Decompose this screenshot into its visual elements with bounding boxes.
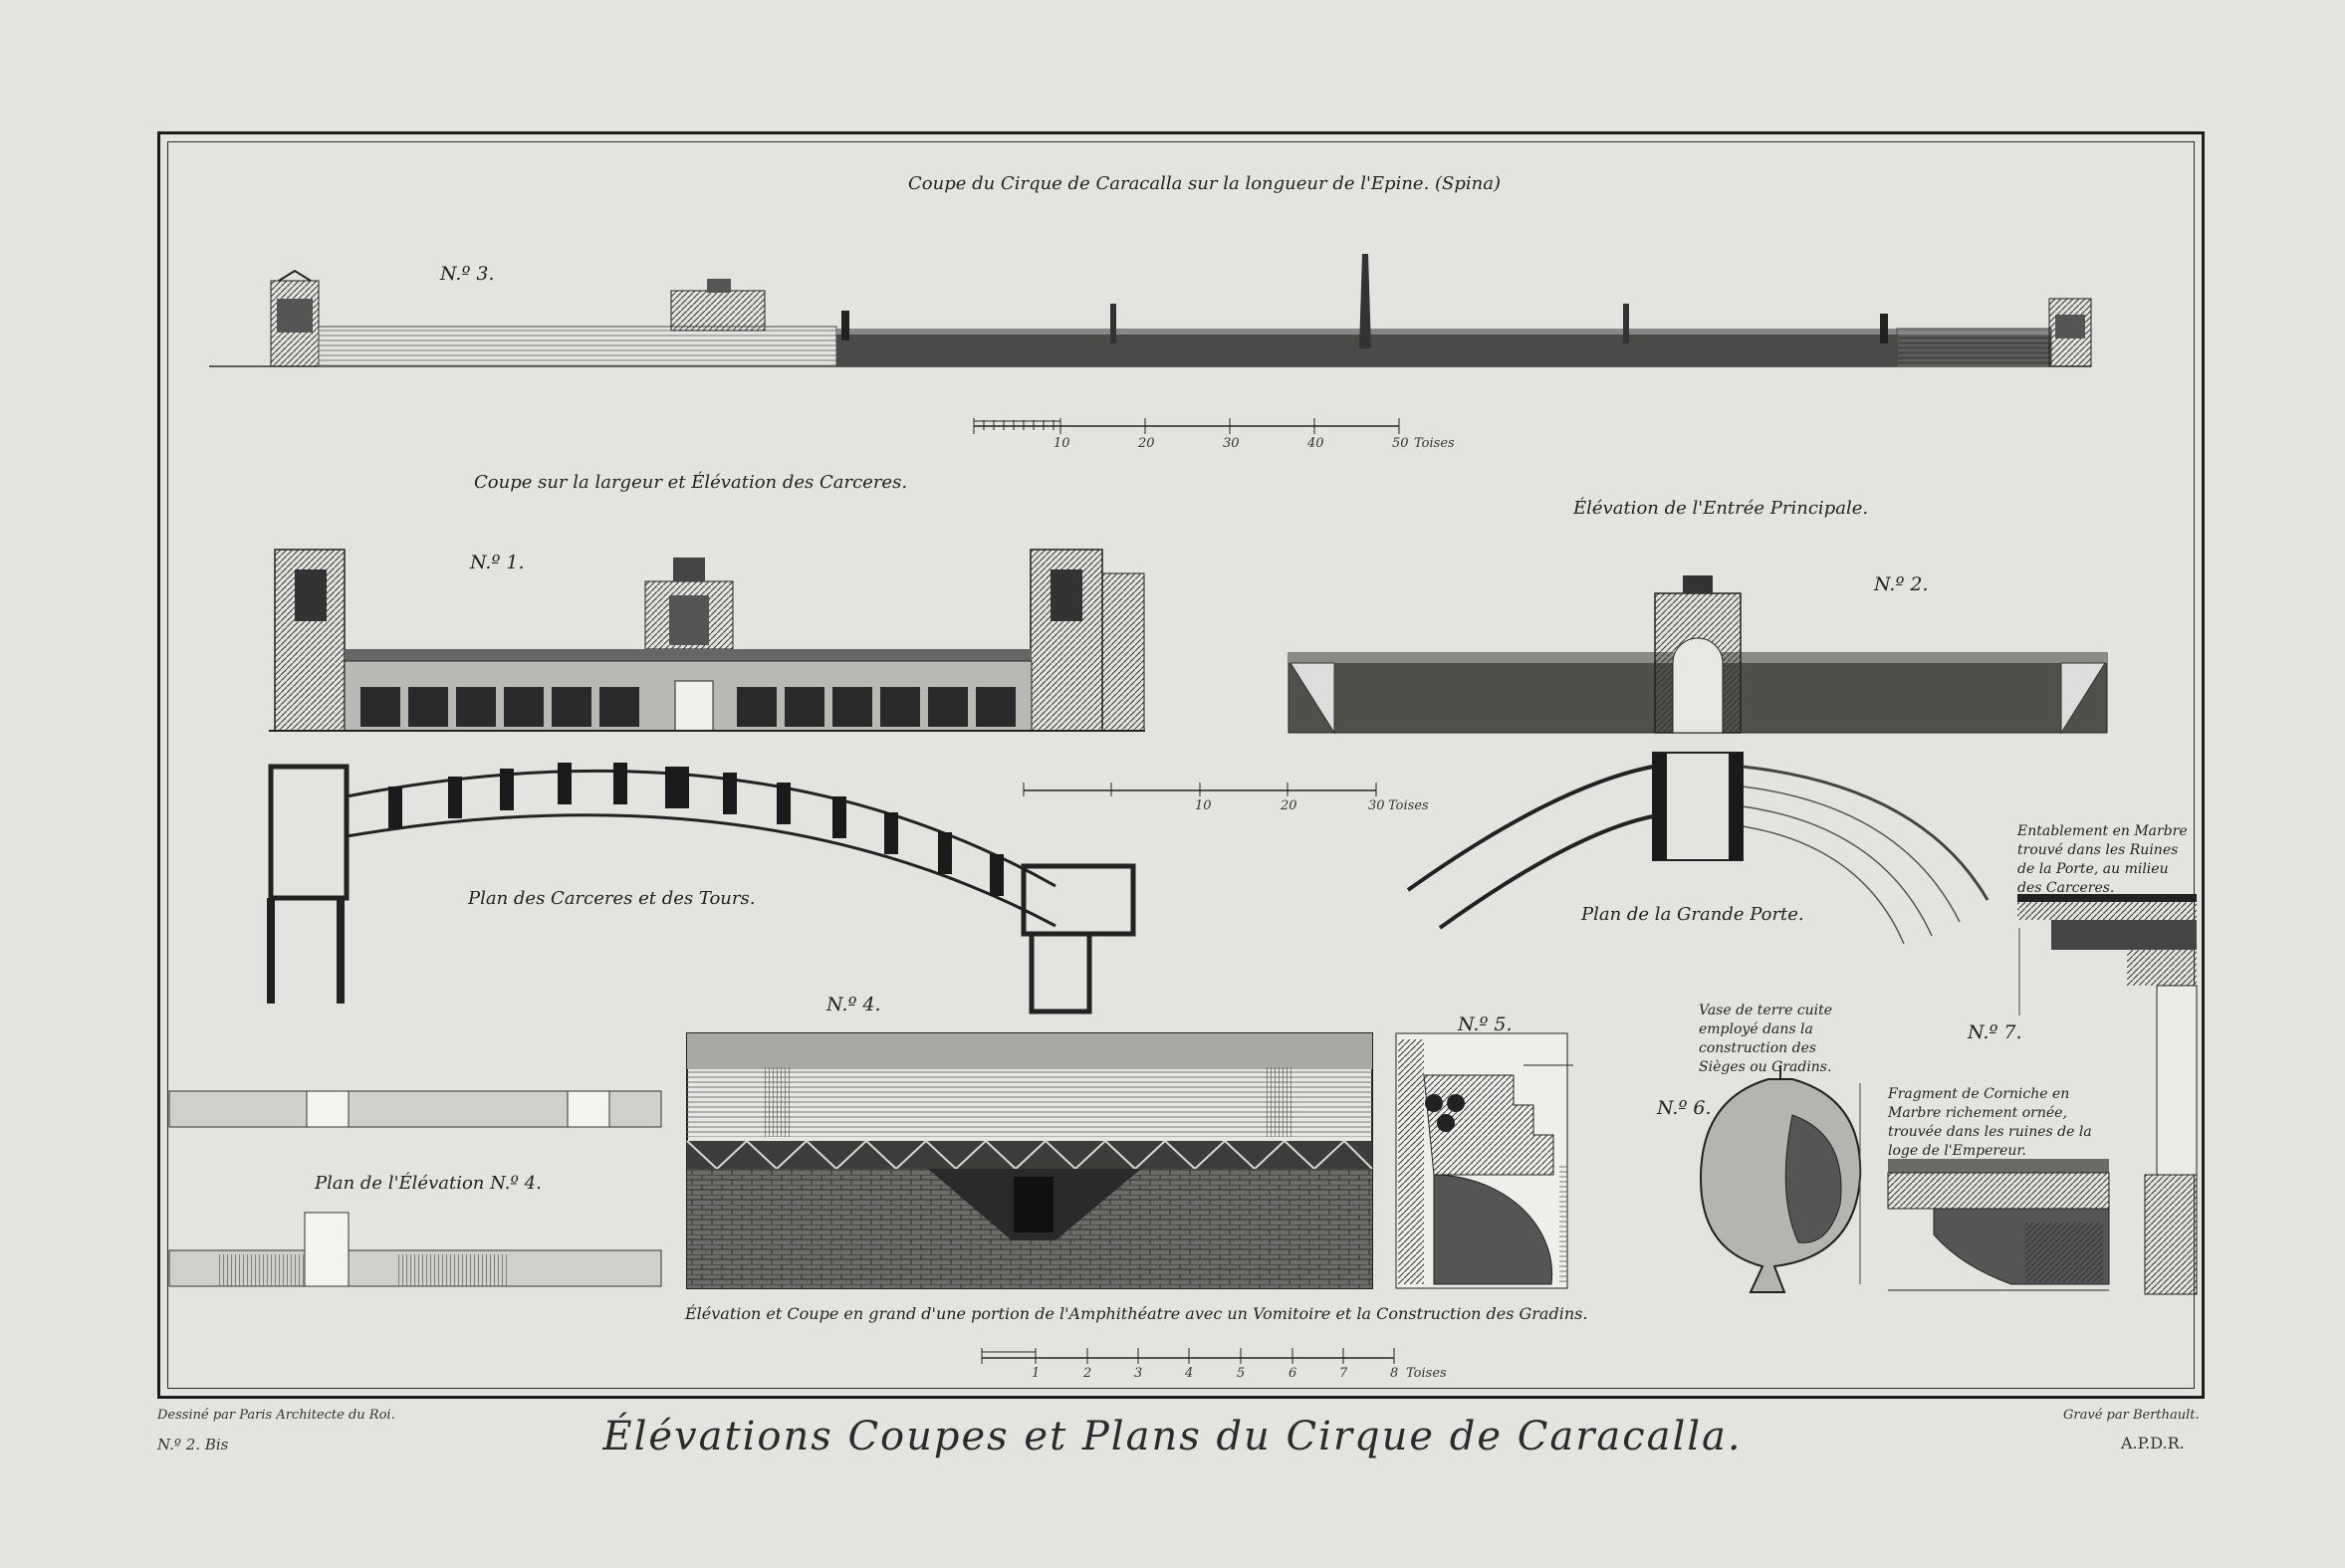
caption-carceres-section: Coupe sur la largeur et Élévation des Ca… xyxy=(474,472,908,493)
scale-bottom-tick: 4 xyxy=(1185,1366,1194,1381)
privilege-mark: A.P.D.R. xyxy=(2121,1434,2185,1453)
scale-bottom-tick: 8 xyxy=(1390,1366,1399,1381)
plate-outer-border xyxy=(157,131,2205,1399)
plate-inner-border xyxy=(167,141,2195,1389)
caption-main-entry: Élévation de l'Entrée Principale. xyxy=(1573,498,1869,519)
scale-bottom-tick: 2 xyxy=(1083,1366,1092,1381)
figure-number-1: N.º 1. xyxy=(470,552,525,573)
figure-number-7: N.º 7. xyxy=(1968,1021,2022,1043)
scale-top-tick: 10 xyxy=(1054,436,1070,451)
caption-cornice: Fragment de Corniche en Marbre richement… xyxy=(1888,1086,2092,1159)
elevation4-plan-drawing xyxy=(168,1090,662,1287)
scale-middle-tick: 10 xyxy=(1195,798,1212,813)
caption-amphitheatre: Élévation et Coupe en grand d'une portio… xyxy=(685,1304,1588,1323)
scale-top-unit: Toises xyxy=(1414,436,1455,451)
caption-carceres-plan: Plan des Carceres et des Tours. xyxy=(468,888,756,909)
spina-section-drawing xyxy=(209,254,2092,367)
caption-entablature: Entablement en Marbre trouvé dans les Ru… xyxy=(2017,823,2188,896)
main-entrance-elevation-drawing xyxy=(1288,575,2108,735)
cornice-fragment-drawing xyxy=(1887,1159,2110,1291)
scale-bottom xyxy=(981,1348,1395,1364)
scale-bottom-tick: 6 xyxy=(1289,1366,1297,1381)
scale-middle-unit: Toises xyxy=(1388,798,1429,813)
scale-middle xyxy=(1023,783,1377,796)
plate-title: Élévations Coupes et Plans du Cirque de … xyxy=(602,1414,1743,1459)
scale-bottom-tick: 7 xyxy=(1339,1366,1348,1381)
caption-spina-section: Coupe du Cirque de Caracalla sur la long… xyxy=(908,173,1502,194)
scale-top xyxy=(973,418,1400,434)
scale-bottom-tick: 1 xyxy=(1032,1366,1041,1381)
scale-top-tick: 50 xyxy=(1392,436,1409,451)
scale-middle-tick: 20 xyxy=(1281,798,1297,813)
scale-top-tick: 40 xyxy=(1307,436,1324,451)
figure-number-6: N.º 6. xyxy=(1657,1097,1712,1119)
credit-draughtsman: Dessiné par Paris Architecte du Roi. xyxy=(157,1408,395,1423)
great-door-plan-drawing xyxy=(1406,752,1990,945)
scale-bottom-tick: 3 xyxy=(1134,1366,1143,1381)
entablature-drawing xyxy=(2017,894,2198,1295)
caption-great-door-plan: Plan de la Grande Porte. xyxy=(1581,904,1804,925)
carceres-elevation-drawing xyxy=(269,549,1145,732)
vase-drawing xyxy=(1699,1065,1862,1293)
figure-number-5: N.º 5. xyxy=(1458,1013,1513,1035)
scale-top-tick: 20 xyxy=(1138,436,1155,451)
scale-bottom-unit: Toises xyxy=(1406,1366,1447,1381)
scale-middle-tick: 30 xyxy=(1368,798,1385,813)
caption-elevation4-plan: Plan de l'Élévation N.º 4. xyxy=(315,1173,542,1194)
figure-number-2: N.º 2. xyxy=(1874,573,1929,595)
figure-number-3: N.º 3. xyxy=(440,263,495,285)
section-n5-drawing xyxy=(1395,1032,1573,1289)
amphitheatre-elevation-drawing xyxy=(686,1032,1373,1289)
caption-vase: Vase de terre cuite employé dans la cons… xyxy=(1699,1003,1833,1075)
credit-engraver: Gravé par Berthault. xyxy=(2063,1408,2200,1423)
plate-number: N.º 2. Bis xyxy=(157,1436,229,1454)
carceres-plan-drawing xyxy=(267,763,1136,1014)
scale-bottom-tick: 5 xyxy=(1237,1366,1246,1381)
scale-top-tick: 30 xyxy=(1223,436,1240,451)
figure-number-4: N.º 4. xyxy=(826,994,881,1015)
